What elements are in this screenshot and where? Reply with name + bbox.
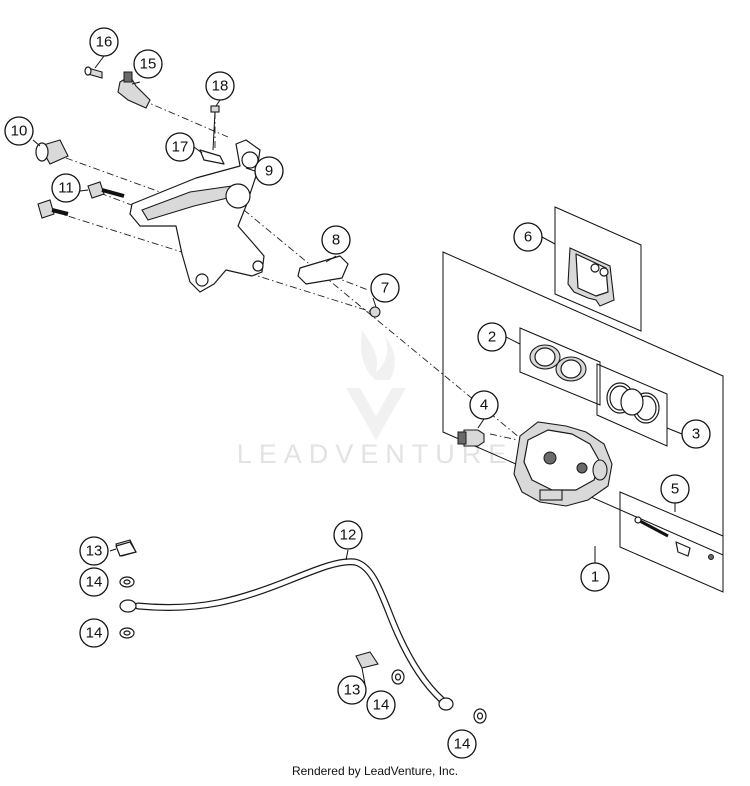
spacer-icon xyxy=(35,139,69,165)
svg-text:7: 7 xyxy=(381,280,389,297)
washer-icon xyxy=(119,576,487,724)
callout-13-lower: 13 xyxy=(337,675,367,705)
callout-10: 10 xyxy=(4,116,34,146)
callout-12: 12 xyxy=(333,520,363,550)
brake-pad-icon xyxy=(567,247,615,307)
watermark-logo-icon xyxy=(346,330,406,440)
guard-plate-icon xyxy=(297,255,349,285)
pin-icon xyxy=(634,516,714,560)
piston-group xyxy=(519,327,601,406)
svg-text:3: 3 xyxy=(692,426,700,443)
svg-text:13: 13 xyxy=(344,682,361,699)
svg-text:10: 10 xyxy=(11,123,28,140)
svg-text:8: 8 xyxy=(332,232,340,249)
caliper-bracket-icon xyxy=(129,139,265,293)
svg-text:9: 9 xyxy=(265,163,273,180)
screw-7-icon xyxy=(369,306,381,318)
banjo-bolt-icon xyxy=(115,539,137,557)
svg-text:5: 5 xyxy=(671,481,679,498)
callout-14-lower-right: 14 xyxy=(447,729,477,759)
callout-14-center: 14 xyxy=(366,690,396,720)
svg-text:14: 14 xyxy=(454,736,471,753)
svg-text:15: 15 xyxy=(140,56,157,73)
svg-text:14: 14 xyxy=(86,625,103,642)
brake-hose-icon xyxy=(119,558,454,711)
pin-16-icon xyxy=(84,66,103,79)
svg-text:6: 6 xyxy=(524,229,532,246)
callout-7: 7 xyxy=(370,273,400,303)
svg-text:17: 17 xyxy=(172,139,189,156)
sensor-icon xyxy=(117,71,151,109)
callout-13-upper: 13 xyxy=(79,536,109,566)
callout-14-upper-left: 14 xyxy=(79,567,109,597)
svg-text:14: 14 xyxy=(86,574,103,591)
svg-text:11: 11 xyxy=(58,180,74,197)
callout-14-lower-left: 14 xyxy=(79,618,109,648)
callout-6: 6 xyxy=(513,222,543,252)
callout-15: 15 xyxy=(133,49,163,79)
piston-icon xyxy=(529,344,587,382)
svg-text:1: 1 xyxy=(591,569,599,586)
svg-text:16: 16 xyxy=(96,34,113,51)
seal-group xyxy=(596,363,668,447)
bolt-icon xyxy=(87,181,125,199)
pin-kit-group xyxy=(619,491,724,593)
callout-5: 5 xyxy=(660,474,690,504)
banjo-bolt-icon-2 xyxy=(355,651,379,669)
leader-lines xyxy=(32,55,683,691)
callout-9: 9 xyxy=(254,156,284,186)
bleed-nipple-icon xyxy=(457,429,485,447)
svg-text:4: 4 xyxy=(480,397,488,414)
svg-text:18: 18 xyxy=(212,78,229,95)
long-bolt-icon xyxy=(37,199,69,219)
callout-4: 4 xyxy=(469,390,499,420)
svg-text:13: 13 xyxy=(86,543,103,560)
seal-ring-icon xyxy=(606,382,660,424)
brake-pad-group xyxy=(554,206,642,332)
callout-17: 17 xyxy=(165,132,195,162)
callout-18: 18 xyxy=(205,71,235,101)
svg-text:12: 12 xyxy=(340,527,357,544)
callout-3: 3 xyxy=(681,419,711,449)
svg-text:2: 2 xyxy=(488,329,496,346)
callouts: 1 2 3 4 5 6 7 8 9 10 11 12 13 13 14 14 1… xyxy=(4,27,711,759)
footer-credit: Rendered by LeadVenture, Inc. xyxy=(292,764,458,778)
clip-icon xyxy=(199,149,225,165)
callout-8: 8 xyxy=(321,225,351,255)
callout-16: 16 xyxy=(89,27,119,57)
alignment-lines xyxy=(54,99,521,441)
callout-1: 1 xyxy=(580,562,610,592)
brake-caliper-icon xyxy=(513,421,613,507)
svg-text:14: 14 xyxy=(373,697,390,714)
screw-icon xyxy=(210,105,220,151)
callout-2: 2 xyxy=(477,322,507,352)
callout-11: 11 xyxy=(51,173,81,203)
